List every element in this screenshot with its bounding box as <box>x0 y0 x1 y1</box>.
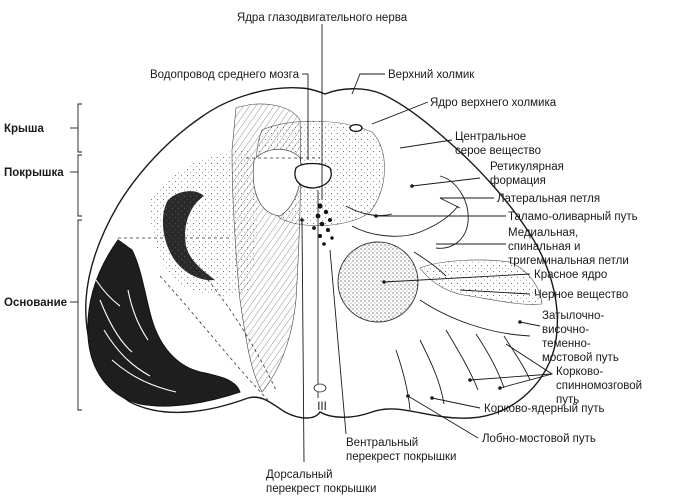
label-central-gray-2: серое вещество <box>455 145 541 157</box>
cerebral-aqueduct <box>294 162 332 189</box>
label-frontopontine: Лобно-мостовой путь <box>482 433 596 445</box>
label-dorsal-1: Дорсальный <box>266 469 333 481</box>
label-occipito-3: теменно- <box>542 338 591 350</box>
oculomotor-root <box>313 383 327 393</box>
label-central-gray-1: Центральное <box>455 131 526 143</box>
label-aqueduct: Водопровод среднего мозга <box>150 69 300 81</box>
medial-lemniscus <box>351 205 459 237</box>
label-superior-colliculus: Верхний холмик <box>388 69 475 81</box>
label-lateral-lemniscus: Латеральная петля <box>497 193 600 205</box>
leader-lines <box>300 24 554 463</box>
sup-colliculus-nucleus <box>349 123 363 133</box>
label-occipito-1: Затылочно- <box>542 310 604 322</box>
periaqueductal-clear <box>252 148 302 217</box>
section-tegmentum: Покрышка <box>4 167 64 179</box>
label-oculomotor-nuclei: Ядра глазодвигательного нерва <box>237 12 408 24</box>
left-peduncle-dark <box>87 239 241 407</box>
label-occipito-2: височно- <box>542 324 589 336</box>
lateral-lemniscus-curve <box>435 175 469 249</box>
label-ventral-1: Вентральный <box>346 437 418 449</box>
left-tegmentum <box>150 150 258 296</box>
label-corticospinal-2: спинномозговой <box>556 380 642 392</box>
label-medial-3: тригеминальная петли <box>508 255 629 267</box>
red-nucleus <box>337 241 419 323</box>
label-nerve-numeral: III <box>317 401 327 413</box>
label-red-nucleus: Красное ядро <box>534 269 607 281</box>
label-corticonuclear: Корково-ядерный путь <box>484 403 604 415</box>
label-reticular-1: Ретикулярная <box>490 161 564 173</box>
label-thalamo-olivary: Таламо-оливарный путь <box>508 211 638 223</box>
label-corticospinal-1: Корково- <box>556 366 603 378</box>
peduncle-streaks <box>95 279 177 393</box>
section-outline <box>85 87 559 419</box>
label-ventral-2: перекрест покрышки <box>346 451 456 463</box>
label-corticospinal-3: путь <box>556 394 579 406</box>
midbrain-section <box>85 87 559 419</box>
section-base: Основание <box>4 297 67 309</box>
section-roof: Крыша <box>4 123 44 135</box>
label-occipito-4: мостовой путь <box>542 352 619 364</box>
section-brackets <box>70 103 82 411</box>
oculomotor-nucleus-marks <box>312 203 334 246</box>
label-substantia-nigra: Черное вещество <box>534 289 628 301</box>
label-reticular-2: формация <box>490 175 546 187</box>
label-medial-1: Медиальная, <box>508 227 578 239</box>
label-medial-2: спинальная и <box>508 241 580 253</box>
right-peduncle-segments <box>395 299 531 411</box>
label-dorsal-2: перекрест покрышки <box>266 483 376 495</box>
label-superior-colliculus-nucleus: Ядро верхнего холмика <box>430 97 557 109</box>
